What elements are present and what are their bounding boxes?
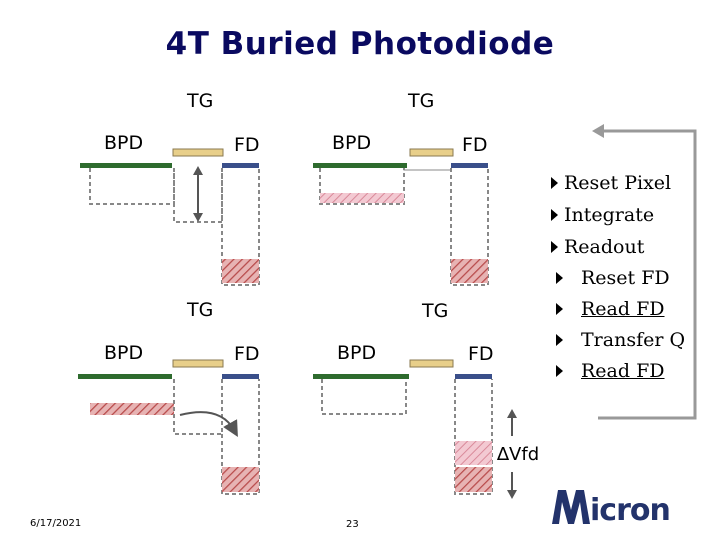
bpd-surface xyxy=(78,374,172,379)
fd-charge-transferred xyxy=(455,441,492,465)
bpd-label-1: BPD xyxy=(104,132,144,154)
fd-surface xyxy=(222,163,259,168)
panel-integrate xyxy=(313,148,489,286)
bpd-surface xyxy=(313,374,409,379)
bullet-triangle-icon xyxy=(556,365,563,377)
fd-label-1: FD xyxy=(234,134,260,156)
tg-label-2: TG xyxy=(408,90,435,112)
micron-logo: icron xyxy=(552,490,671,528)
fd-label-2: FD xyxy=(462,134,488,156)
loop-bracket xyxy=(598,129,697,420)
bullet-triangle-icon xyxy=(551,241,558,253)
bpd-surface xyxy=(313,163,407,168)
transfer-gate xyxy=(409,359,454,368)
fd-charge xyxy=(455,467,492,492)
panel-read xyxy=(313,359,517,499)
bpd-label-3: BPD xyxy=(104,342,144,364)
bullet-triangle-icon xyxy=(556,334,563,346)
fd-surface xyxy=(222,374,259,379)
fd-charge xyxy=(222,467,259,492)
fd-label-4: FD xyxy=(468,343,494,365)
step-read-fd-2: Read FD xyxy=(556,360,665,382)
fd-label-3: FD xyxy=(234,343,260,365)
bullet-triangle-icon xyxy=(556,272,563,284)
bullet-triangle-icon xyxy=(551,177,558,189)
step-transfer-q: Transfer Q xyxy=(556,329,685,351)
fd-charge xyxy=(222,259,259,283)
bullet-triangle-icon xyxy=(551,209,558,221)
bpd-charge xyxy=(320,193,404,203)
svg-text:icron: icron xyxy=(590,493,670,528)
transfer-gate xyxy=(172,148,224,157)
bullet-triangle-icon xyxy=(556,303,563,315)
step-read-fd-1: Read FD xyxy=(556,298,665,320)
fd-surface xyxy=(451,163,488,168)
fd-surface xyxy=(455,374,492,379)
panel-transfer xyxy=(78,359,260,495)
bpd-charge xyxy=(90,403,174,415)
delta-vfd-label: ∆Vfd xyxy=(497,444,540,465)
panel-reset xyxy=(80,148,260,286)
loop-arrowhead xyxy=(592,124,604,138)
step-readout: Readout xyxy=(551,236,644,258)
footer-date: 6/17/2021 xyxy=(30,518,82,529)
step-reset-pixel: Reset Pixel xyxy=(551,172,671,194)
transfer-gate xyxy=(409,148,454,157)
tg-label-1: TG xyxy=(187,90,214,112)
step-integrate: Integrate xyxy=(551,204,654,226)
tg-label-4: TG xyxy=(422,300,449,322)
step-reset-fd: Reset FD xyxy=(556,267,670,289)
page-number: 23 xyxy=(346,519,359,530)
bpd-label-4: BPD xyxy=(337,342,377,364)
bpd-surface xyxy=(80,163,172,168)
page-title: 4T Buried Photodiode xyxy=(165,26,555,62)
transfer-gate xyxy=(172,359,224,368)
tg-label-3: TG xyxy=(187,299,214,321)
bpd-label-2: BPD xyxy=(332,132,372,154)
fd-charge xyxy=(451,259,488,283)
